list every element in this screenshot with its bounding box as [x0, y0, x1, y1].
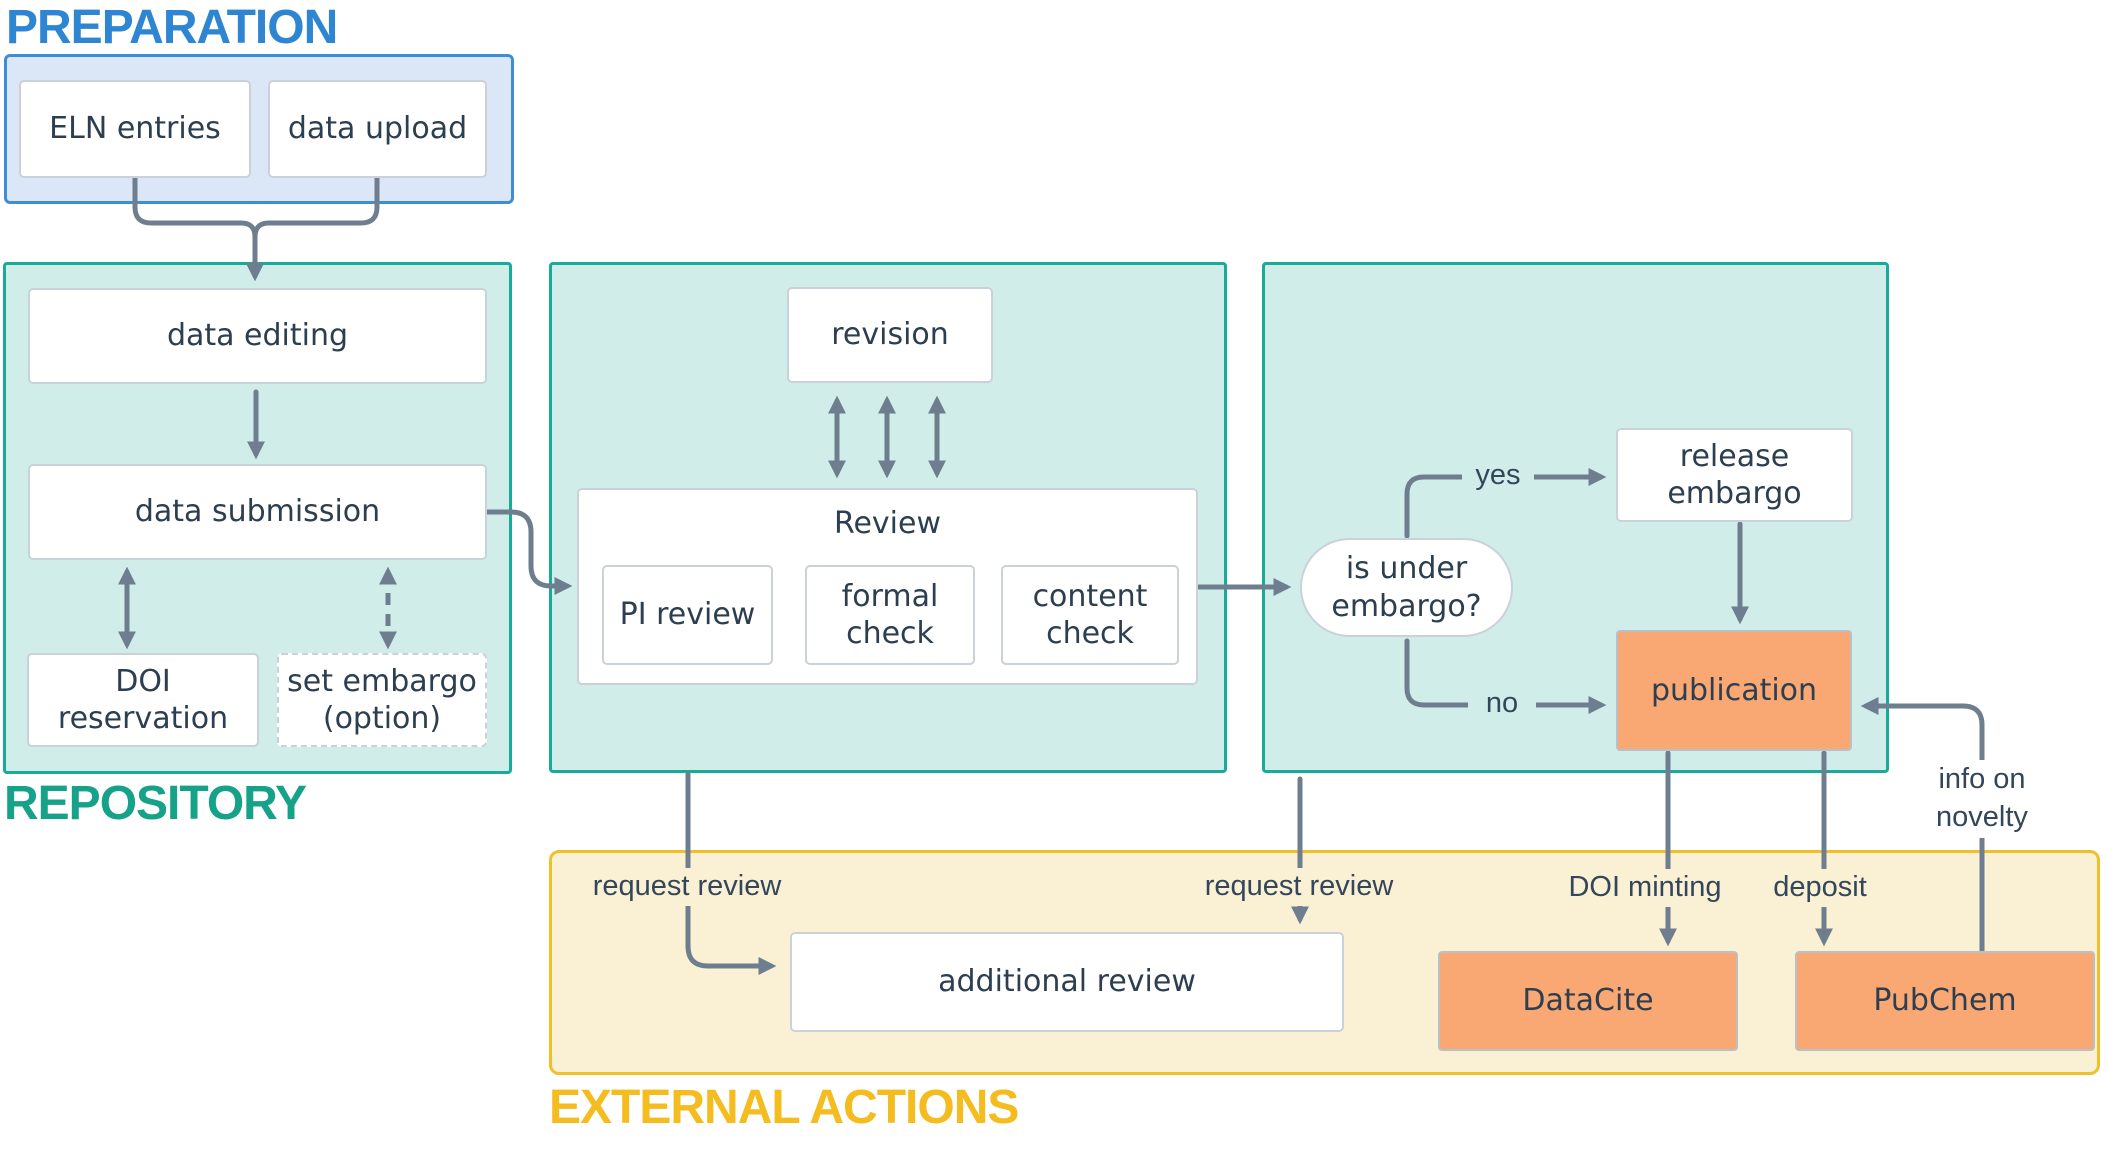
node-release-embargo: release embargo — [1616, 428, 1853, 522]
node-eln-entries: ELN entries — [19, 80, 251, 178]
node-publication: publication — [1616, 630, 1852, 751]
node-formal-check: formal check — [805, 565, 975, 665]
node-pubchem: PubChem — [1795, 951, 2095, 1051]
edge-request-review-left — [685, 771, 777, 975]
review-group-title: Review — [833, 506, 942, 541]
node-revision: revision — [787, 287, 993, 383]
label-info-on-novelty: info on novelty — [1912, 760, 2052, 838]
node-datacite: DataCite — [1438, 951, 1738, 1051]
edge-merge-right — [252, 175, 380, 240]
node-doi-reservation: DOI reservation — [27, 653, 259, 747]
node-data-editing: data editing — [28, 288, 487, 384]
node-pi-review: PI review — [602, 565, 773, 665]
edge-decision-no — [1404, 638, 1607, 714]
edge-pubchem-to-publication — [1860, 697, 1985, 954]
external-actions-header: EXTERNAL ACTIONS — [549, 1081, 1019, 1134]
repository-header: REPOSITORY — [4, 777, 307, 830]
edge-merge-left — [132, 175, 258, 240]
node-additional-review: additional review — [790, 932, 1344, 1032]
node-is-under-embargo: is under embargo? — [1300, 538, 1513, 637]
node-set-embargo: set embargo (option) — [277, 653, 487, 747]
edge-submission-to-review — [484, 509, 573, 595]
node-data-submission: data submission — [28, 464, 487, 560]
label-deposit: deposit — [1762, 869, 1878, 907]
node-content-check: content check — [1001, 565, 1179, 665]
label-request-review-right: request review — [1192, 868, 1406, 906]
label-yes: yes — [1462, 456, 1534, 496]
label-request-review-left: request review — [580, 868, 794, 906]
label-doi-minting: DOI minting — [1552, 869, 1738, 907]
node-data-upload: data upload — [268, 80, 487, 178]
label-no: no — [1468, 684, 1536, 724]
edge-decision-yes — [1404, 468, 1607, 539]
preparation-header: PREPARATION — [6, 1, 338, 54]
review-group: Review PI review formal check content ch… — [577, 488, 1198, 685]
